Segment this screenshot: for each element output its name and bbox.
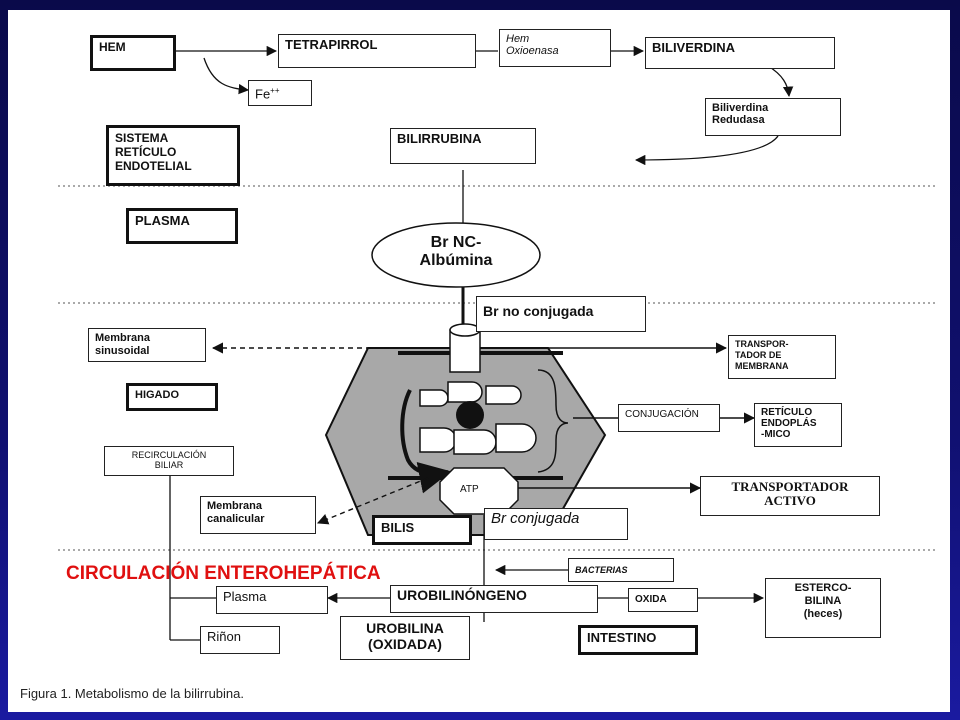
estercobilina-box: ESTERCO- BILINA (heces)	[765, 578, 881, 638]
urobilina-line2: (OXIDADA)	[368, 636, 442, 652]
hem-oxigenasa-line2: Oxioenasa	[506, 45, 559, 57]
biliverdina-reductasa-line2: Redudasa	[712, 114, 765, 126]
br-nc-label: Br NC-	[430, 234, 482, 251]
fe-charge: ++	[270, 86, 280, 95]
membrana-sinusoidal-line2: sinusoidal	[95, 345, 150, 357]
reticulo-line3: -MICO	[761, 429, 791, 440]
transportador-activo-line2: ACTIVO	[764, 493, 816, 508]
br-no-conjugada-box: Br no conjugada	[476, 296, 646, 332]
bracket	[537, 369, 569, 473]
membrana-canalicular-line1: Membrana	[207, 500, 263, 512]
transportador-membrana-box: TRANSPOR- TADOR DE MEMBRANA	[728, 335, 836, 379]
transportador-line3: MEMBRANA	[735, 361, 789, 371]
urobilina-line1: UROBILINA	[366, 620, 444, 636]
membrana-canalicular-line2: canalicular	[207, 513, 265, 525]
reticulo-endoplasmico-box: RETÍCULO ENDOPLÁS -MICO	[754, 403, 842, 447]
hem-box: HEM	[90, 35, 176, 71]
atp-label: ATP	[460, 484, 479, 495]
hem-oxigenasa-box: Hem Oxioenasa	[499, 29, 611, 67]
sistema-line3: ENDOTELIAL	[115, 159, 192, 173]
estercobilina-line2: BILINA	[804, 595, 842, 607]
reticulo-line2: ENDOPLÁS	[761, 418, 817, 429]
membrana-sinusoidal-line1: Membrana	[95, 332, 151, 344]
recirculacion-biliar-box: RECIRCULACIÓN BILIAR	[104, 446, 234, 476]
diagram-canvas	[58, 45, 938, 641]
transportador-activo-line1: TRANSPORTADOR	[731, 479, 849, 494]
transporter-cylinder	[449, 323, 481, 373]
plasma-box: Plasma	[216, 586, 328, 614]
estercobilina-line1: ESTERCO-	[794, 582, 852, 594]
rinon-box: Riñon	[200, 626, 280, 654]
fe-label: Fe	[255, 86, 271, 102]
bilirrubina-box: BILIRRUBINA	[390, 128, 536, 164]
conjugacion-box: CONJUGACIÓN	[618, 404, 720, 432]
membrana-sinusoidal-box: Membrana sinusoidal	[88, 328, 206, 362]
biliverdina-reductasa-box: Biliverdina Redudasa	[705, 98, 841, 136]
higado-zone-box: HIGADO	[126, 383, 218, 411]
albumina-label: Br NC- Albúmina	[406, 234, 506, 270]
oxida-box: OXIDA	[628, 588, 698, 612]
albumin-ellipse	[371, 222, 541, 288]
circulacion-enterohepatica-label: CIRCULACIÓN ENTEROHEPÁTICA	[66, 563, 381, 584]
plasma-zone-box: PLASMA	[126, 208, 238, 244]
liver-arrows	[211, 342, 756, 525]
fe-box: Fe++	[248, 80, 312, 106]
estercobilina-line3: (heces)	[803, 608, 843, 620]
transportador-activo-box: TRANSPORTADOR ACTIVO	[700, 476, 880, 516]
transportador-line2: TADOR DE	[735, 350, 782, 360]
transportador-line1: TRANSPOR-	[735, 339, 789, 349]
urobilinogeno-box: UROBILINÓNGENO	[390, 585, 598, 613]
sistema-line2: RETÍCULO	[115, 145, 177, 159]
nucleus-dot	[456, 401, 484, 429]
conjugation-path	[400, 389, 452, 494]
intestino-box: INTESTINO	[578, 625, 698, 655]
tetrapirrol-box: TETRAPIRROL	[278, 34, 476, 68]
figure-caption: Figura 1. Metabolismo de la bilirrubina.	[20, 686, 244, 701]
sistema-line1: SISTEMA	[115, 131, 169, 145]
recirculacion-line2: BILIAR	[154, 460, 184, 470]
reticulo-line1: RETÍCULO	[761, 407, 813, 418]
sistema-reticulo-box: SISTEMA RETÍCULO ENDOTELIAL	[106, 125, 240, 186]
bacterias-box: BACTERIAS	[568, 558, 674, 582]
br-conjugada-box: Br conjugada	[484, 508, 628, 540]
hem-oxigenasa-line1: Hem	[506, 33, 530, 45]
biliverdina-box: BILIVERDINA	[645, 37, 835, 69]
recirculacion-line1: RECIRCULACIÓN	[131, 450, 207, 460]
diagram-panel: HEM TETRAPIRROL Hem Oxioenasa BILIVERDIN…	[8, 10, 950, 712]
reticulum-shapes	[419, 381, 537, 455]
albumina-word: Albúmina	[419, 252, 493, 269]
urobilina-box: UROBILINA (OXIDADA)	[340, 616, 470, 660]
biliverdina-reductasa-line1: Biliverdina	[712, 102, 769, 114]
membrana-canalicular-box: Membrana canalicular	[200, 496, 316, 534]
bilis-box: BILIS	[372, 515, 472, 545]
bottom-flow-lines	[169, 472, 765, 641]
